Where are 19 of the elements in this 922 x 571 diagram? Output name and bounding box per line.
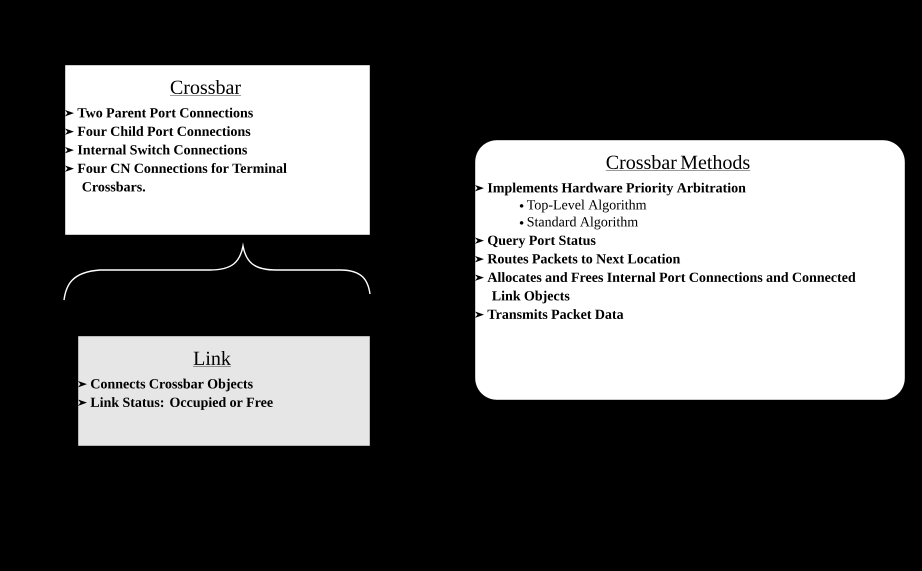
bullet-item: Connects Crossbar Objects bbox=[91, 378, 253, 392]
bullet-item: Implements Hardware Priority Arbitration bbox=[488, 182, 746, 196]
bullet-item: Internal Switch Connections bbox=[78, 144, 247, 155]
text-box bbox=[78, 336, 370, 446]
heading: Crossbar bbox=[170, 80, 242, 96]
bullet-item: Allocates and Frees Internal Port Connections and Connected Link Objects bbox=[487, 272, 856, 304]
sub-bullet-item: Standard Algorithm bbox=[528, 216, 638, 230]
bullet-item: Link Status: Occupied or Free bbox=[90, 397, 273, 410]
heading: Crossbar Methods bbox=[606, 155, 750, 171]
bullet-item: Query Port Status bbox=[488, 236, 596, 248]
bullet-item: Four CN Connections for Terminal Crossbars. bbox=[78, 163, 287, 192]
text-box bbox=[64, 64, 370, 236]
bullet-item: Transmits Packet Data bbox=[488, 309, 624, 320]
sub-bullet-item: Top-Level Algorithm bbox=[526, 200, 646, 212]
bullet-item: Four Child Port Connections bbox=[78, 126, 250, 136]
heading: Link bbox=[192, 351, 232, 366]
rounded-box bbox=[474, 140, 906, 400]
bullet-item: Routes Packets to Next Location bbox=[488, 254, 680, 264]
bullet-item: Two Parent Port Connections bbox=[78, 108, 253, 118]
